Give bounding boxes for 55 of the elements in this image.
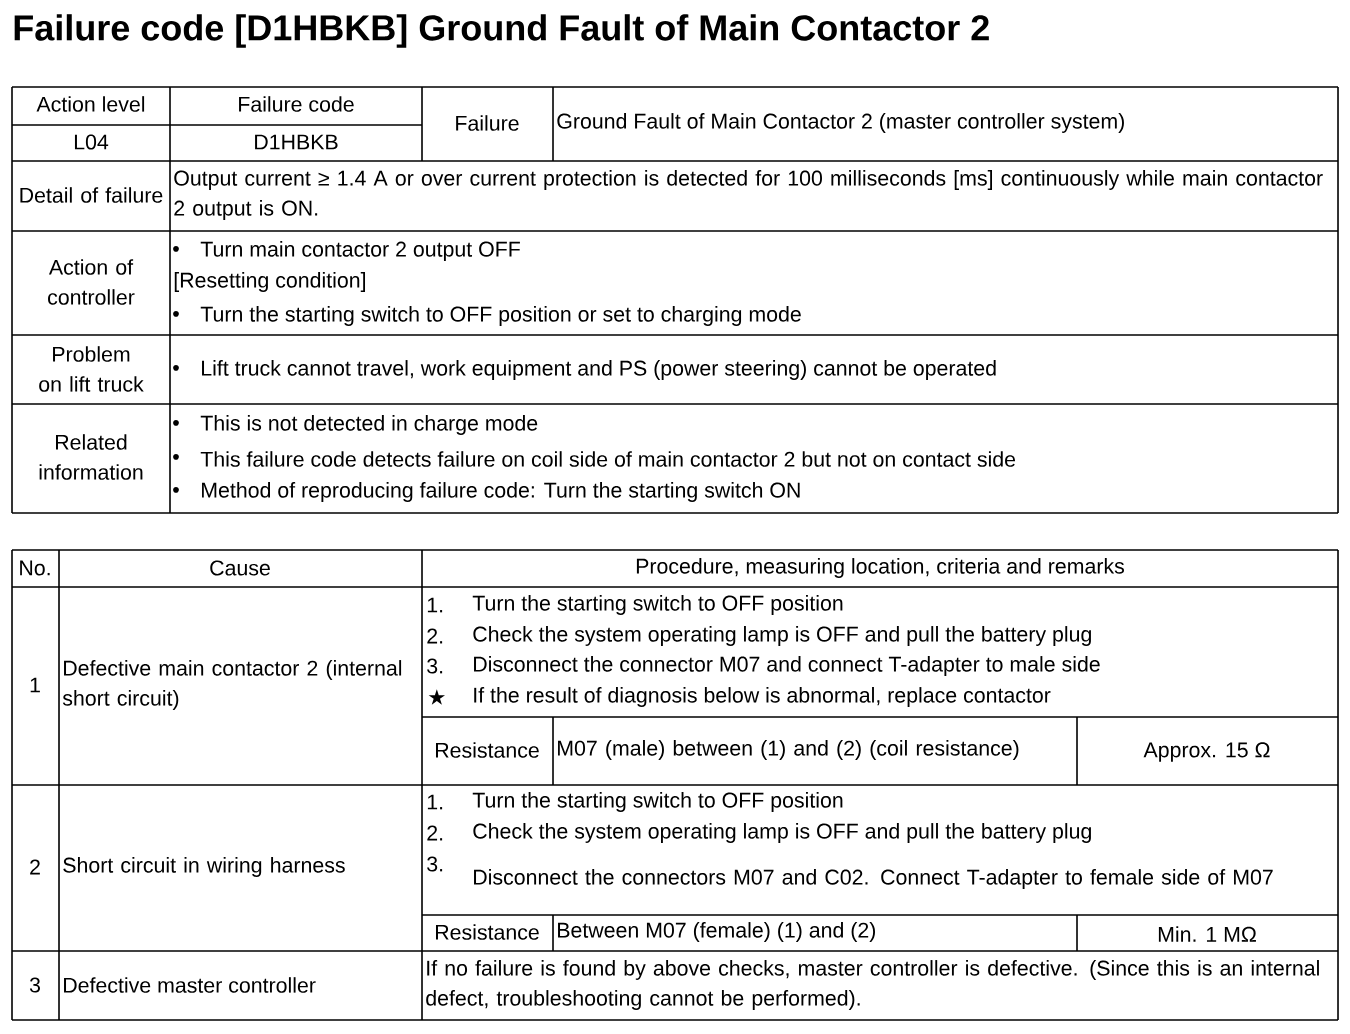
header-text: No. xyxy=(20,560,50,576)
cell-text: Ground Fault of Main Contactor 2 (master controller system) xyxy=(557,113,1124,133)
star-marker: ★ xyxy=(428,689,445,705)
header-text: Failure code xyxy=(239,96,354,112)
header-text: Failure xyxy=(456,115,519,131)
cell-text: Defective main contactor 2 (internal short circuit) xyxy=(62,660,402,710)
header-text: Cause xyxy=(210,560,270,576)
cell-text: Approx. 15 Ω xyxy=(1143,742,1270,762)
list-number: 2. xyxy=(427,825,443,841)
list-item: Turn the starting switch to OFF position or set to charging mode xyxy=(200,306,801,326)
list-item: This failure code detects failure on coil side of main contactor 2 but not on contact side xyxy=(200,451,1016,467)
row-heading: Related information xyxy=(39,434,143,480)
list-number: 1. xyxy=(427,794,443,810)
list-number: 2. xyxy=(427,628,443,644)
header-text: Procedure, measuring location, criteria and remarks xyxy=(636,558,1124,578)
list-item: Turn the starting switch to OFF position xyxy=(472,792,843,812)
row-heading: Detail of failure xyxy=(20,187,163,203)
cell-text: Resistance xyxy=(436,924,539,940)
bullet: • xyxy=(173,420,179,426)
cell-text: Defective master controller xyxy=(64,977,316,993)
cell-text: D1HBKB xyxy=(255,134,338,150)
list-item: Disconnect the connectors M07 and C02. Connect T-adapter to female side of M07 xyxy=(474,869,1273,889)
row-number: 1 xyxy=(30,677,40,693)
bullet: • xyxy=(173,454,179,460)
cell-text: Between M07 (female) (1) and (2) xyxy=(558,922,875,942)
list-item: If the result of diagnosis below is abnormal, replace contactor xyxy=(474,687,1051,707)
cell-text: Min. 1 MΩ xyxy=(1158,926,1256,942)
cell-text: If no failure is found by above checks, master controller is defective. (Since this is an internal defect, troubleshooting cannot be performed). xyxy=(426,960,1319,1010)
bullet: • xyxy=(173,246,179,252)
list-item: Method of reproducing failure code: Turn the starting switch ON xyxy=(202,482,800,502)
list-item: Turn the starting switch to OFF position xyxy=(472,595,843,615)
row-heading: Problem on lift truck xyxy=(39,346,144,392)
list-item: Turn main contactor 2 output OFF xyxy=(200,241,520,261)
cell-text: M07 (male) between (1) and (2) (coil resistance) xyxy=(558,740,1019,760)
cell-text: [Resetting condition] xyxy=(174,272,365,292)
list-number: 3. xyxy=(427,658,443,674)
row-number: 3 xyxy=(29,977,40,993)
list-item: Lift truck cannot travel, work equipment and PS (power steering) cannot be operated xyxy=(202,360,996,380)
header-text: Action level xyxy=(36,96,145,112)
cell-text: Short circuit in wiring harness xyxy=(63,857,345,877)
row-heading: Action of controller xyxy=(48,259,135,305)
bullet: • xyxy=(173,487,179,493)
title: Failure code [D1HBKB] Ground Fault of Main Contactor 2 xyxy=(14,14,989,48)
list-item: This is not detected in charge mode xyxy=(200,415,538,435)
list-number: 1. xyxy=(427,597,443,613)
list-number: 3. xyxy=(427,856,443,872)
list-item: Check the system operating lamp is OFF and pull the battery plug xyxy=(473,823,1091,843)
cell-text: L04 xyxy=(74,134,109,150)
list-item: Disconnect the connector M07 and connect T-adapter to male side xyxy=(474,656,1100,676)
cell-text: Resistance xyxy=(436,742,539,758)
row-number: 2 xyxy=(30,859,40,875)
cell-text: Output current ≥ 1.4 A or over current protection is detected for 100 milliseconds [ms] continuously while main contactor 2 output is ON. xyxy=(174,170,1323,220)
list-item: Check the system operating lamp is OFF and pull the battery plug xyxy=(473,626,1091,646)
bullet: • xyxy=(173,311,179,317)
bullet: • xyxy=(173,365,179,371)
